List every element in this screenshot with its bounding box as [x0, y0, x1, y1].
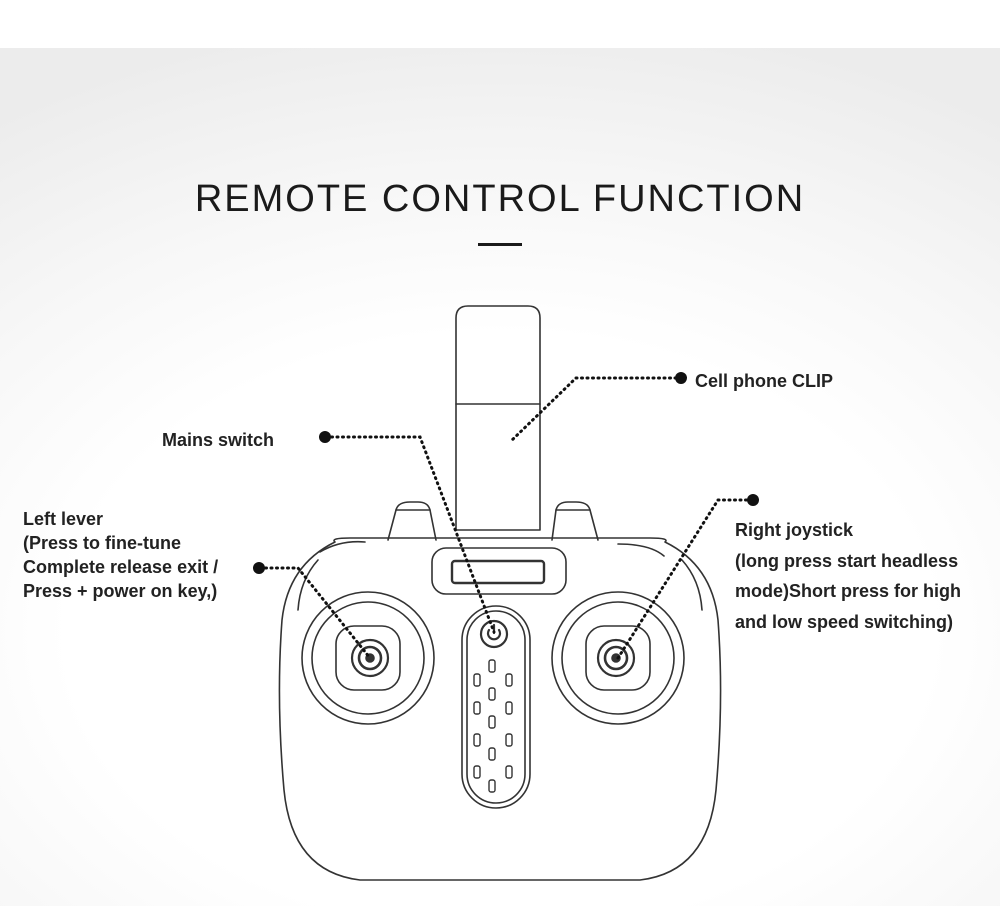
left-lever-line: Press + power on key,): [23, 581, 218, 601]
right-joystick-line: and low speed switching): [735, 611, 954, 632]
dot-right-joystick: [747, 494, 759, 506]
dot-left-lever: [253, 562, 265, 574]
left-lever-label: Left lever (Press to fine-tune Complete …: [23, 507, 218, 603]
left-lever-line: Left lever: [23, 509, 104, 529]
power-icon: [479, 619, 509, 649]
mains-switch-label: Mains switch: [162, 430, 275, 450]
center-grille-panel: [461, 605, 531, 809]
title-underline: [478, 243, 522, 246]
left-lever-line: (Press to fine-tune: [23, 533, 182, 553]
diagram-panel: [0, 48, 1000, 906]
right-shoulder-button: [551, 501, 599, 541]
dot-mains-switch: [319, 431, 331, 443]
leader-left-lever: [258, 566, 372, 660]
phone-clip-drawing: [455, 305, 541, 531]
leader-mains-switch: [324, 435, 496, 634]
controller-body: [278, 537, 722, 881]
leader-right-joystick: [616, 498, 754, 660]
center-display: [431, 547, 567, 595]
right-joystick-label: Right joystick (long press start headles…: [735, 515, 961, 637]
left-lever-line: Complete release exit /: [23, 557, 219, 577]
page-title: REMOTE CONTROL FUNCTION: [194, 178, 806, 220]
cell-phone-clip-label: Cell phone CLIP: [695, 371, 834, 391]
top-band: [0, 0, 1000, 48]
dot-cell-phone-clip: [675, 372, 687, 384]
right-joystick-drawing: [551, 591, 685, 725]
leader-cell-phone-clip: [508, 376, 678, 444]
right-joystick-line: mode)Short press for high: [735, 581, 962, 601]
right-joystick-line: (long press start headless: [735, 550, 959, 571]
speaker-grille-icon: [473, 659, 513, 793]
right-joystick-line: Right joystick: [735, 520, 854, 540]
left-shoulder-button: [387, 501, 437, 541]
left-joystick-drawing: [301, 591, 435, 725]
